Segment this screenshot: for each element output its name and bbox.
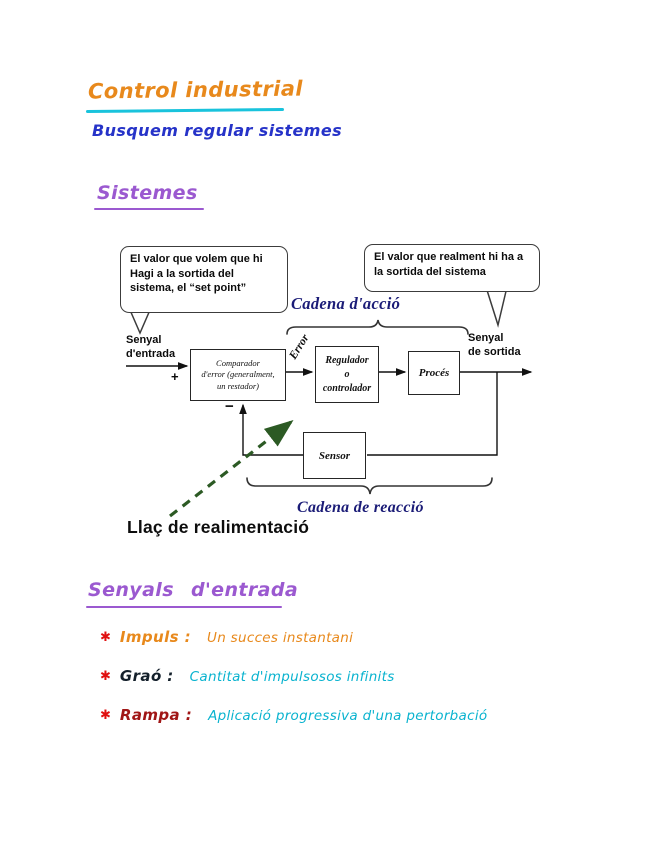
input-signal-label: Senyal d'entrada: [126, 334, 176, 361]
definition-impuls: Un succes instantani: [207, 630, 354, 646]
feedback-loop-pointer-arrow: [169, 420, 294, 518]
list-item-rampa: ✱ Rampa : Aplicació progressiva d'una pe…: [100, 706, 487, 724]
output-signal-label: Senyal de sortida: [468, 332, 521, 359]
page-title: Control industrial: [87, 76, 304, 104]
comparador-block: Comparador d'error (generalment, un rest…: [190, 349, 286, 401]
definition-rampa: Aplicació progressiva d'una pertorbació: [208, 708, 488, 724]
comparador-block-label: Comparador d'error (generalment, un rest…: [201, 357, 275, 391]
reaction-chain-label: Cadena de reacció: [297, 499, 424, 516]
list-item-grao: ✱ Graó : Cantitat d'impulsosos infinits: [100, 667, 395, 685]
term-impuls: Impuls :: [119, 628, 192, 646]
page-subtitle: Busquem regular sistemes: [92, 121, 343, 140]
definition-grao: Cantitat d'impulsosos infinits: [189, 669, 395, 685]
minus-sign: −: [225, 398, 234, 415]
star-bullet-icon: ✱: [100, 668, 111, 683]
regulador-block-label: Regulador o controlador: [322, 354, 372, 394]
action-chain-label: Cadena d'acció: [291, 294, 401, 313]
feedback-loop-label: Llaç de realimentació: [127, 517, 310, 537]
bubble-left-tail: [129, 309, 151, 335]
callout-set-point: El valor que volem que hi Hagi a la sort…: [120, 246, 288, 313]
plus-sign: +: [171, 369, 179, 384]
sistemes-underline: [94, 208, 204, 211]
action-chain-brace: [286, 319, 469, 335]
term-rampa: Rampa :: [119, 706, 193, 724]
proces-block: Procés: [408, 351, 460, 395]
regulador-block: Regulador o controlador: [315, 346, 379, 403]
feedback-line-left: [239, 403, 303, 456]
star-bullet-icon: ✱: [100, 707, 111, 722]
section-heading-sistemes: Sistemes: [97, 182, 198, 204]
sensor-block-label: Sensor: [318, 449, 351, 462]
senyals-underline: [86, 606, 282, 609]
section-heading-senyals: Senyals d'entrada: [88, 579, 299, 601]
reaction-chain-brace: [246, 477, 493, 495]
bubble-right-tail: [485, 286, 508, 328]
star-bullet-icon: ✱: [100, 629, 111, 644]
feedback-line-right: [367, 372, 498, 456]
sensor-block: Sensor: [303, 432, 366, 479]
term-grao: Graó :: [119, 667, 174, 685]
list-item-impuls: ✱ Impuls : Un succes instantani: [100, 628, 353, 646]
proces-block-label: Procés: [418, 367, 450, 379]
callout-real-output: El valor que realment hi ha a la sortida…: [364, 244, 540, 292]
